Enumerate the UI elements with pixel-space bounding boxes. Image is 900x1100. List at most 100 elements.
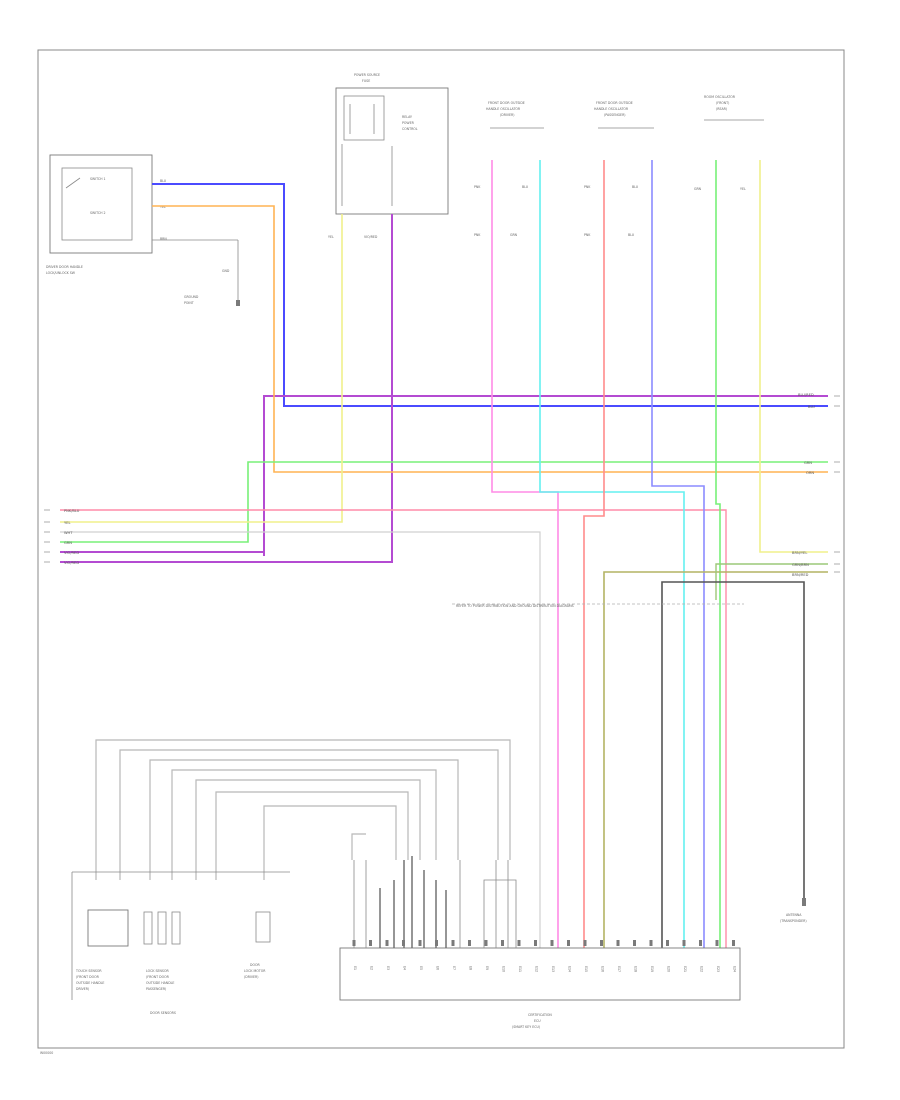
power-caption-1: POWER SOURCE [354,73,380,77]
ecu-pin-mark [385,940,389,946]
ecu-pin-label: E1 [353,966,357,970]
left-bus-label-1: PNK/BLU [64,509,80,513]
ecu-pin-mark [550,940,554,946]
svg-text:OUTSIDE HANDLE: OUTSIDE HANDLE [76,981,104,985]
ecu-pin-label: E14 [568,966,572,972]
wire-green-brn [715,563,828,600]
ecu-pin-label: E22 [700,966,704,972]
svg-text:DRIVER): DRIVER) [76,987,89,991]
oscillator-1: FRONT DOOR OUTSIDE HANDLE OSCILLATOR (DR… [486,101,544,129]
right-bus-label-2: BLU [808,405,815,409]
ecu-pin-mark [369,940,372,946]
touch-sensor-1: TOUCH SENSOR (FRONT DOOR OUTSIDE HANDLE … [75,909,129,991]
ecu-pin-label: E9 [485,966,489,970]
svg-text:ROOM OSCILLATOR: ROOM OSCILLATOR [704,95,736,99]
wire-pink-osc1 [491,160,559,948]
right-bus-label-4: ORN [806,471,814,475]
ecu-pin-mark [600,940,603,946]
ecu-pin-mark [402,940,405,946]
touch-sensor-2: LOCK SENSOR (FRONT DOOR OUTSIDE HANDLE P… [143,911,181,991]
ecu-caption-1: CERTIFICATION [528,1013,552,1017]
switch-caption-1: DRIVER DOOR HANDLE [46,265,83,269]
svg-text:(TRANSPONDER): (TRANSPONDER) [780,919,807,923]
oscillator-3: ROOM OSCILLATOR (FRONT) (REAR) [704,95,764,121]
ecu-pin-label: E7 [452,966,456,970]
ecu-pin-label: E18 [634,966,638,972]
left-bus-label-5: VIO/RED [64,551,79,555]
svg-text:HANDLE OSCILLATOR: HANDLE OSCILLATOR [594,107,629,111]
dash-note: REFER TO POWER DISTRIBUTION AND GROUND D… [456,604,574,608]
ecu-pin-label: E3 [386,966,390,970]
osc-wire-label-6: YEL [740,187,746,191]
svg-text:(REAR): (REAR) [716,107,727,111]
svg-text:(FRONT DOOR: (FRONT DOOR [76,975,100,979]
ecu-pin-label: E17 [617,966,621,972]
osc-wire-label-low-4: BLU [628,233,635,237]
svg-text:DOOR: DOOR [250,963,260,967]
sensor-harness [95,739,511,880]
ecu-pin-mark [715,940,719,946]
wire-red-osc2 [583,160,605,948]
wire-yellow-osc3 [759,160,828,553]
wire-yellow-power [60,214,343,523]
ecu-connector-wires [353,856,517,948]
svg-text:LOCK MOTOR: LOCK MOTOR [244,969,266,973]
wire-green-osc3 [715,160,721,948]
ecu-pin-label: E5 [419,966,423,970]
osc-wire-label-low-2: GRN [510,233,518,237]
ecu-pin-mark [484,940,488,946]
ecu-pin-mark [468,940,471,946]
svg-text:LOCK SENSOR: LOCK SENSOR [146,969,169,973]
osc-wire-label-4: BLU [632,185,639,189]
ecu-pin-mark [501,940,504,946]
ecu-pin-mark [567,940,570,946]
door-group-caption: DOOR SENSORS [150,1011,176,1015]
ecu-pin-label: E15 [584,966,588,972]
ecu-pin-label: E10 [502,966,506,972]
wire-pink-left [60,509,727,948]
left-bus-label-3: WHT [64,531,73,535]
power-caption-2: FUSE [362,79,370,83]
ecu-pin-mark [633,940,636,946]
ground-caption-1: GROUND [184,295,199,299]
ecu-pin-mark [418,940,422,946]
ecu-pin-label: E23 [716,966,720,972]
switch-item-1: SWITCH 1 [90,177,106,181]
ecu-pin-mark [435,940,438,946]
svg-text:FRONT DOOR OUTSIDE: FRONT DOOR OUTSIDE [488,101,525,105]
relay-text-3: CONTROL [402,127,418,131]
ecu-caption-3: (SMART KEY ECU) [512,1025,540,1029]
switch-contact [65,177,81,189]
wire-blue-osc2 [651,160,705,948]
switch-wire-label-2: YEL [160,205,166,209]
osc-wire-label-1: PNK [474,185,481,189]
door-lock-motor: DOOR LOCK MOTOR (DRIVER) [244,911,271,979]
door-handle-switch: SWITCH 1 SWITCH 2 DRIVER DOOR HANDLE LOC… [46,154,153,275]
ecu-pin-label: E4 [403,966,407,970]
switch-caption-2: LOCK/UNLOCK SW [46,271,76,275]
power-wire-label-1: YEL [328,235,334,239]
svg-text:HANDLE OSCILLATOR: HANDLE OSCILLATOR [486,107,521,111]
ecu-pin-label: E6 [436,966,440,970]
ground-caption-2: POINT [184,301,194,305]
svg-text:(DRIVER): (DRIVER) [500,113,515,117]
ecu-pin-label: E19 [650,966,654,972]
power-wire-label-2: VIO/RED [364,235,378,239]
switch-inner [61,167,133,241]
switch-wire-label-1: BLU [160,179,167,183]
svg-text:FRONT DOOR OUTSIDE: FRONT DOOR OUTSIDE [596,101,633,105]
ecu-caption-2: ECU [534,1019,541,1023]
ecu-pin-mark [616,940,620,946]
ecu-pin-label: E16 [601,966,605,972]
wire-violet-top [263,395,828,556]
wire-olive [603,571,828,948]
power-source-relay: POWER SOURCE FUSE RELAY POWER CONTROL [335,73,449,215]
ecu-pin-label: E11 [518,966,522,972]
ecu-pin-label: E12 [535,966,539,972]
ecu-pin-label: E21 [683,966,687,972]
ecu-pin-mark [352,940,356,946]
osc-wire-label-2: BLU [522,185,529,189]
osc-wire-label-low-1: PNK [474,233,481,237]
wire-white [60,531,541,948]
